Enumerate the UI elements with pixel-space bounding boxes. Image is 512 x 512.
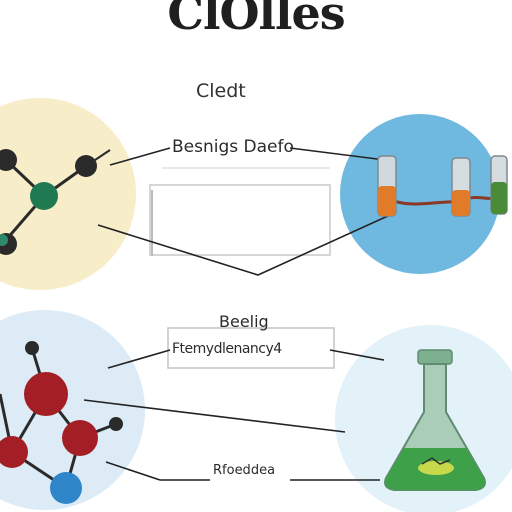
blue-circle [340,114,500,274]
middle-callout-label: Ftemydlenancy4 [172,341,282,357]
subtitle-label: Cledt [196,80,246,102]
center-box [149,184,331,256]
molecule-icon [0,149,111,255]
cream-circle [0,98,136,290]
erlenmeyer-flask-icon [384,349,486,491]
middle-heading-label: Beelig [219,312,269,331]
lead-lines [83,147,391,481]
page-title: ClOlles [167,0,345,40]
molecule-model-icon [0,341,123,504]
test-tubes-icon [377,155,508,217]
bottom-callout-label: Rfoeddea [213,463,276,478]
top-callout-label: Besnigs Daefo [172,137,294,157]
middle-callout-frame [167,327,335,369]
